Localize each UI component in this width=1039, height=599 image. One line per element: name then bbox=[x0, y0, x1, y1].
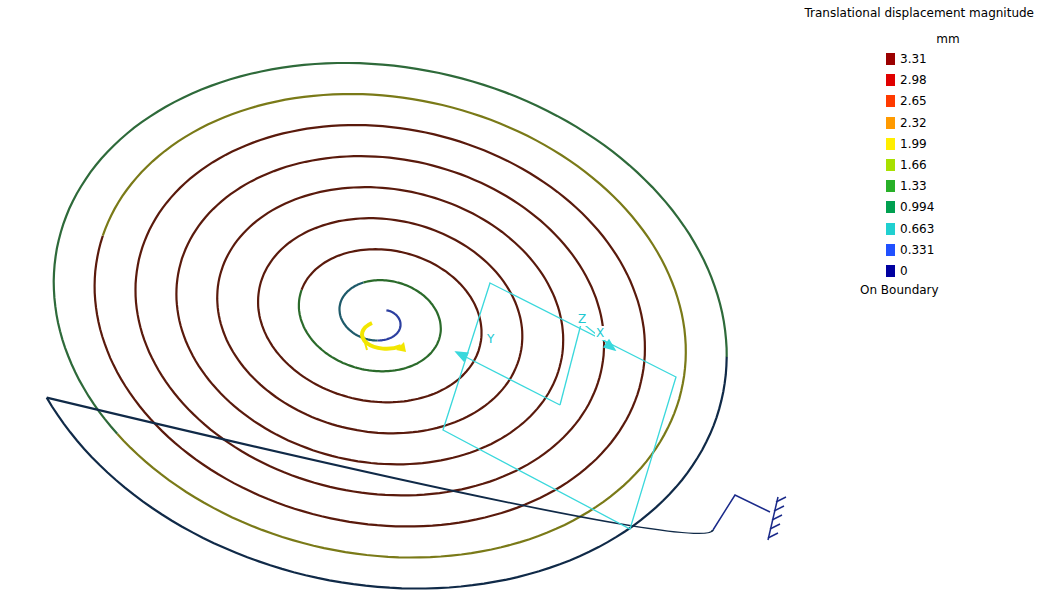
axis-label: Z bbox=[577, 312, 587, 326]
axis-label: X bbox=[595, 326, 605, 340]
spring-coil bbox=[54, 63, 727, 434]
spring-coil bbox=[299, 280, 441, 371]
color-swatch bbox=[886, 244, 895, 256]
legend-title: Translational displacement magnitude bbox=[805, 6, 1034, 20]
moment-arrow bbox=[362, 323, 401, 350]
spring-coil bbox=[340, 283, 378, 341]
color-swatch bbox=[886, 265, 895, 277]
legend-value: 1.33 bbox=[900, 179, 927, 193]
color-swatch bbox=[886, 95, 895, 107]
legend-value: 2.98 bbox=[900, 73, 927, 87]
spring-coil bbox=[47, 357, 727, 589]
spring-coil bbox=[103, 94, 686, 558]
legend-value: 0.994 bbox=[900, 200, 934, 214]
spring-coil bbox=[377, 310, 400, 340]
axis-frame bbox=[443, 283, 676, 529]
legend-value: 0.331 bbox=[900, 243, 934, 257]
color-swatch bbox=[886, 53, 895, 65]
color-swatch bbox=[886, 201, 895, 213]
color-swatch bbox=[886, 159, 895, 171]
color-swatch bbox=[886, 74, 895, 86]
spiral-spring bbox=[47, 63, 727, 589]
legend-value: 0 bbox=[900, 264, 908, 278]
spring-coil bbox=[95, 125, 645, 526]
legend-value: 1.99 bbox=[900, 137, 927, 151]
legend-value: 2.65 bbox=[900, 94, 927, 108]
color-swatch bbox=[886, 117, 895, 129]
axis-label: Y bbox=[486, 332, 495, 346]
clamp-symbol bbox=[713, 495, 786, 540]
moment-arrowhead bbox=[396, 342, 406, 352]
legend-value: 2.32 bbox=[900, 116, 927, 130]
color-swatch bbox=[886, 223, 895, 235]
color-swatch bbox=[886, 138, 895, 150]
legend-value: 0.663 bbox=[900, 222, 934, 236]
unit-label: mm bbox=[936, 32, 959, 46]
color-swatch bbox=[886, 180, 895, 192]
boundary-note: On Boundary bbox=[860, 283, 939, 297]
legend-value: 1.66 bbox=[900, 158, 927, 172]
legend-value: 3.31 bbox=[900, 52, 927, 66]
spring-tail bbox=[47, 398, 713, 534]
